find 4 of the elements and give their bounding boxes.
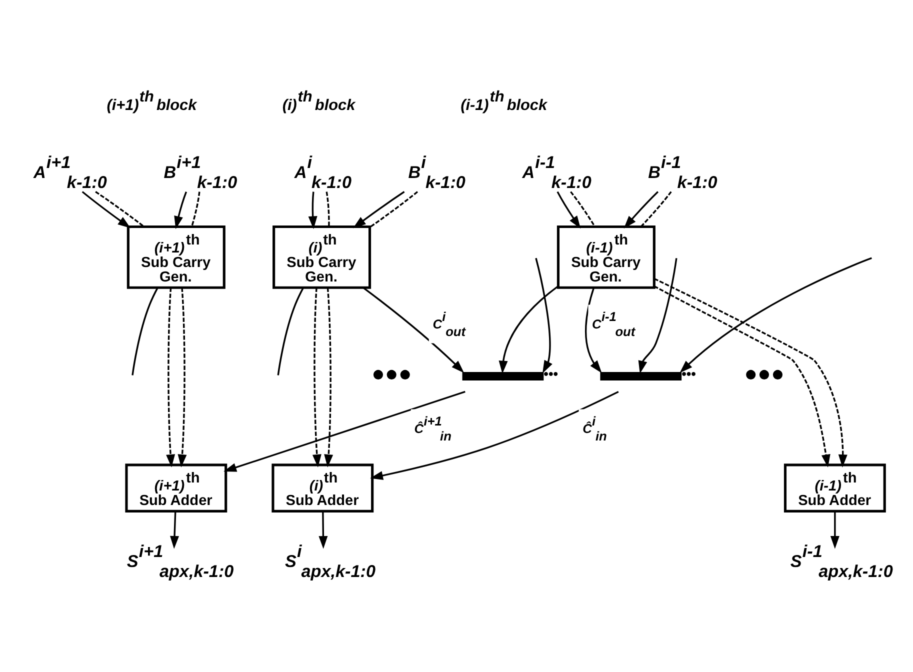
label: ●●● bbox=[744, 360, 784, 386]
node-label: ••• bbox=[544, 366, 558, 382]
label: ●●● bbox=[371, 360, 412, 386]
node-label: ••• bbox=[682, 366, 696, 382]
